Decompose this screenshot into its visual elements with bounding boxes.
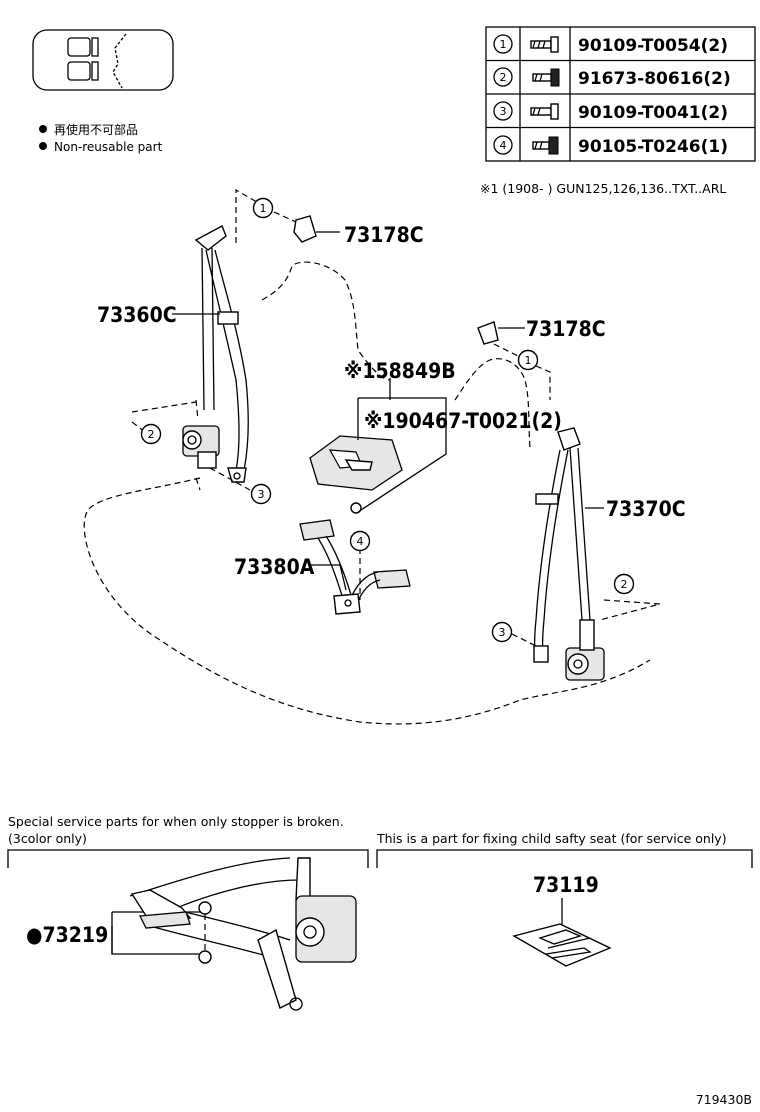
left-seat-belt-73360c <box>182 225 249 483</box>
section-bracket-right <box>376 849 753 868</box>
table-part-number: 90109-T0041(2) <box>578 103 728 123</box>
table-part-number: 91673-80616(2) <box>578 69 731 89</box>
callout-circle-3-left: 3 <box>250 483 272 505</box>
center-buckle-73380a <box>299 519 411 615</box>
seatback-outline <box>261 261 391 381</box>
svg-text:1: 1 <box>525 354 532 367</box>
callout-circle-2-right: 2 <box>613 573 635 595</box>
callout-circle-3-right: 3 <box>491 621 513 643</box>
section-bracket-left <box>7 849 369 868</box>
callout-circle-1-right: 1 <box>517 349 539 371</box>
callout-circle-1-left: 1 <box>252 197 274 219</box>
table-part-number: 90109-T0054(2) <box>578 36 728 56</box>
callout-circle-2-left: 2 <box>140 423 162 445</box>
table-index-circle <box>493 34 513 54</box>
callout-73380a: 73380A <box>234 555 315 579</box>
callout-73119: 73119 <box>533 873 599 897</box>
callout-73219: ●73219 <box>26 923 108 947</box>
belt-clip-73178c-right <box>477 321 499 345</box>
table-part-number: 90105-T0246(1) <box>578 137 728 157</box>
stopper-assembly-drawing <box>129 857 357 1011</box>
svg-text:3: 3 <box>258 488 265 501</box>
table-index: 1 <box>500 38 507 51</box>
svg-text:4: 4 <box>357 535 364 548</box>
bolt-icon <box>532 136 559 155</box>
callout-73178c-top: 73178C <box>344 223 424 247</box>
seatback-outline-right <box>454 358 531 449</box>
legend-jp: 再使用不可部品 <box>54 122 138 137</box>
callout-73370c: 73370C <box>606 497 686 521</box>
legend-bullet-icon <box>39 125 47 133</box>
right-seat-belt-73370c <box>533 427 605 681</box>
applicability-note: ※1 (1908- ) GUN125,126,136..TXT..ARL <box>480 181 726 196</box>
legend-bullet-icon <box>39 142 47 150</box>
child-seat-title: This is a part for fixing child safty se… <box>376 831 727 846</box>
special-service-title: Special service parts for when only stop… <box>8 814 344 829</box>
svg-text:3: 3 <box>499 626 506 639</box>
bolt-icon <box>532 68 560 87</box>
vehicle-locator-icon <box>32 29 174 91</box>
table-index-circle <box>493 67 513 87</box>
seat-outline <box>83 477 651 725</box>
callout-circle-4: 4 <box>349 530 371 552</box>
bolt-icon <box>530 103 559 120</box>
callout-73178c-right: 73178C <box>526 317 606 341</box>
svg-text:2: 2 <box>621 578 628 591</box>
svg-text:1: 1 <box>260 202 267 215</box>
callout-90467: ※190467-T0021(2) <box>364 409 562 433</box>
table-index: 4 <box>500 139 507 152</box>
callout-73360c: 73360C <box>97 303 177 327</box>
table-index: 3 <box>500 105 507 118</box>
table-index-circle <box>493 101 513 121</box>
center-cover-58849b <box>309 435 403 514</box>
belt-clip-73178c <box>293 215 317 243</box>
fastener-table: 1 90109-T0054(2) 2 91673-80616(2) 3 9010… <box>485 26 756 162</box>
special-service-subtitle: (3color only) <box>8 831 87 846</box>
bolt-icon <box>530 36 559 53</box>
drawing-number: 719430B <box>696 1092 752 1107</box>
child-seat-plate-drawing <box>512 923 612 967</box>
legend-en: Non-reusable part <box>54 140 163 154</box>
table-index-circle <box>493 135 513 155</box>
svg-text:2: 2 <box>148 428 155 441</box>
callout-58849b: ※158849B <box>344 359 456 383</box>
table-index: 2 <box>500 71 507 84</box>
